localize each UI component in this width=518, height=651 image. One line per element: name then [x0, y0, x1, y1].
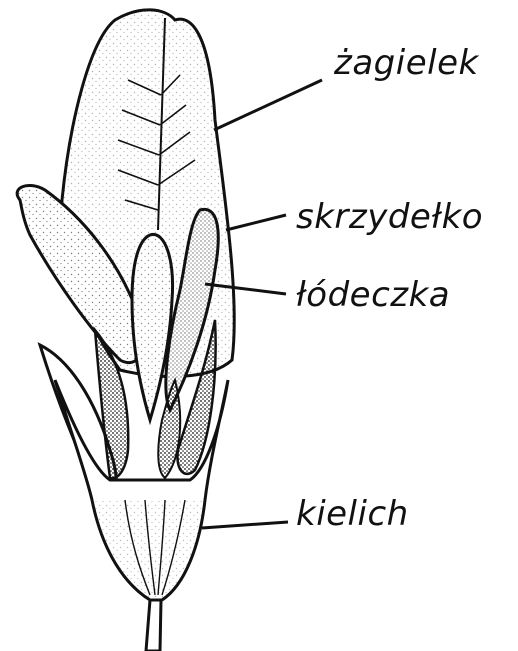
label-wing-petal: skrzydełko	[296, 200, 483, 234]
label-calyx: kielich	[296, 497, 409, 531]
flower-stem	[146, 600, 161, 651]
label-keel-petal: łódeczka	[296, 278, 450, 312]
label-standard-petal: żagielek	[334, 46, 479, 80]
